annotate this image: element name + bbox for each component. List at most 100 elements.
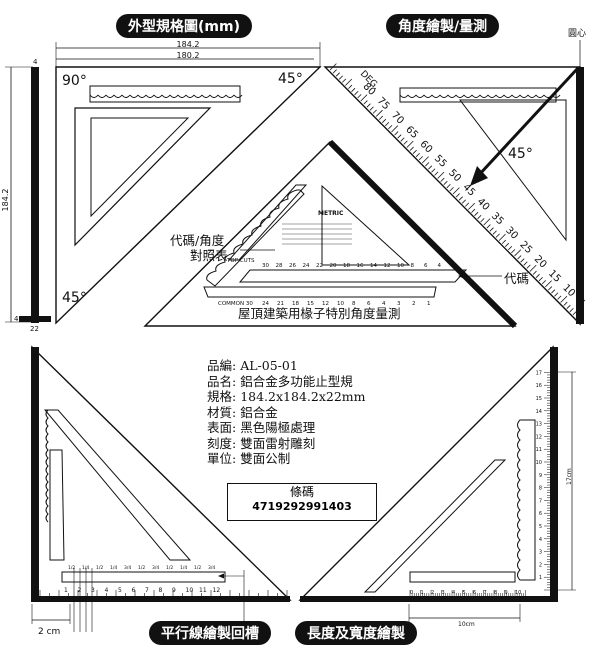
- side-scale-number: 15: [536, 396, 542, 402]
- degree-tick: [560, 295, 568, 303]
- common-number: 4: [382, 301, 386, 307]
- degree-tick: [492, 230, 497, 235]
- degree-tick: [511, 249, 516, 254]
- dim-thickness: 22: [30, 325, 39, 333]
- degree-tick: [394, 131, 399, 136]
- degree-tick: [434, 171, 439, 176]
- slot-number: 8: [159, 587, 163, 594]
- degree-tick: [446, 183, 451, 189]
- degree-tick: [572, 311, 577, 316]
- slot-tooth: [121, 94, 131, 98]
- parallel-groove: [61, 571, 226, 583]
- common-number: 3: [397, 301, 401, 307]
- slot-tooth: [209, 94, 219, 98]
- inner-cutout-2: [90, 117, 190, 218]
- slot-tooth: [423, 94, 433, 98]
- angle-wavy-slot-teeth: [399, 94, 561, 98]
- degree-tick: [468, 202, 476, 210]
- rafter-inner-cutout: [321, 184, 411, 266]
- bottom-scale-number: 10: [515, 590, 521, 596]
- length-slot-diagonal: [363, 459, 507, 593]
- slot-number: 5: [118, 587, 122, 594]
- slot-tooth: [113, 94, 123, 98]
- degree-tick: [489, 227, 494, 232]
- degree-tick: [409, 146, 414, 151]
- degree-tick: [498, 233, 506, 241]
- dimension-drawing: 184.2 180.2 184.2 4 4 22 90° 45° 45°: [1, 40, 322, 333]
- bottom-scale-number: 8: [494, 590, 497, 596]
- spec-row: 品名: 鋁合金多功能止型規: [207, 373, 353, 389]
- degree-tick: [495, 233, 500, 238]
- corner-45-top: 45°: [278, 71, 303, 87]
- degree-tick: [345, 78, 353, 86]
- side-scale-number: 13: [536, 422, 542, 428]
- degree-tick: [566, 304, 571, 309]
- degree-tick: [338, 75, 344, 80]
- degree-tick: [575, 311, 583, 319]
- common-number: 8: [352, 301, 356, 307]
- top-cut-number: 20: [330, 263, 337, 269]
- slot-tooth: [495, 94, 505, 98]
- slot-number: 7: [145, 587, 149, 594]
- rafter-edge: [327, 139, 518, 329]
- top-cut-number: 22: [316, 263, 323, 269]
- degree-tick: [381, 118, 387, 123]
- angle-arrow: [476, 66, 580, 178]
- degree-tick: [391, 125, 399, 133]
- degree-tick: [329, 63, 337, 71]
- corner-45-bottom: 45°: [62, 290, 87, 306]
- degree-tick: [366, 103, 371, 108]
- title-length: 長度及寬度繪製: [295, 621, 417, 645]
- slot-tooth: [415, 94, 425, 98]
- degree-tick: [563, 301, 568, 306]
- degree-tick: [461, 199, 467, 204]
- slot-tooth: [439, 94, 449, 98]
- degree-tick: [523, 261, 528, 266]
- slot-tooth: [89, 94, 99, 98]
- side-scale-number: 8: [539, 486, 542, 492]
- degree-tick: [412, 149, 417, 154]
- top-cut-number: 4: [438, 263, 442, 269]
- degree-tick: [354, 90, 359, 96]
- bottom-scale-number: 6: [473, 590, 476, 596]
- degree-tick: [452, 187, 460, 195]
- top-cut-number: 18: [343, 263, 350, 269]
- degree-tick: [557, 295, 562, 300]
- degree-tick: [348, 84, 353, 89]
- degree-tick: [455, 193, 460, 198]
- dim-height: 184.2: [1, 189, 10, 212]
- degree-tick: [397, 134, 402, 139]
- degree-tick: [332, 69, 337, 74]
- bottom-scale-number: 0: [410, 590, 413, 596]
- top-cut-number: 26: [289, 263, 296, 269]
- side-scale-number: 1: [539, 575, 542, 581]
- slot-tooth: [201, 94, 211, 98]
- spec-row: 品編: AL-05-01: [207, 358, 298, 373]
- angle-square-edge: [576, 67, 584, 324]
- angle-value: 45°: [508, 146, 533, 162]
- slot-number: 2: [78, 587, 82, 594]
- degree-tick: [474, 211, 479, 216]
- title-parallel: 平行線繪製回槽: [149, 621, 271, 645]
- slot-number: 6: [132, 587, 136, 594]
- top-cut-number: 14: [370, 263, 377, 269]
- degree-tick: [388, 125, 393, 130]
- degree-tick: [400, 137, 405, 142]
- degree-tick: [535, 273, 540, 278]
- degree-tick: [458, 196, 463, 201]
- slot-fraction: 3/4: [124, 565, 131, 571]
- metric-label: METRIC: [318, 210, 344, 217]
- common-number: 21: [277, 301, 284, 307]
- side-scale-number: 11: [536, 447, 542, 453]
- slot-number: 10: [186, 587, 194, 594]
- slot-tooth: [137, 94, 147, 98]
- top-cut-slot: [238, 269, 468, 283]
- degree-tick: [385, 121, 390, 127]
- side-scale-number: 9: [539, 473, 542, 479]
- slot-tooth: [153, 94, 163, 98]
- code-label: 代碼: [504, 271, 530, 286]
